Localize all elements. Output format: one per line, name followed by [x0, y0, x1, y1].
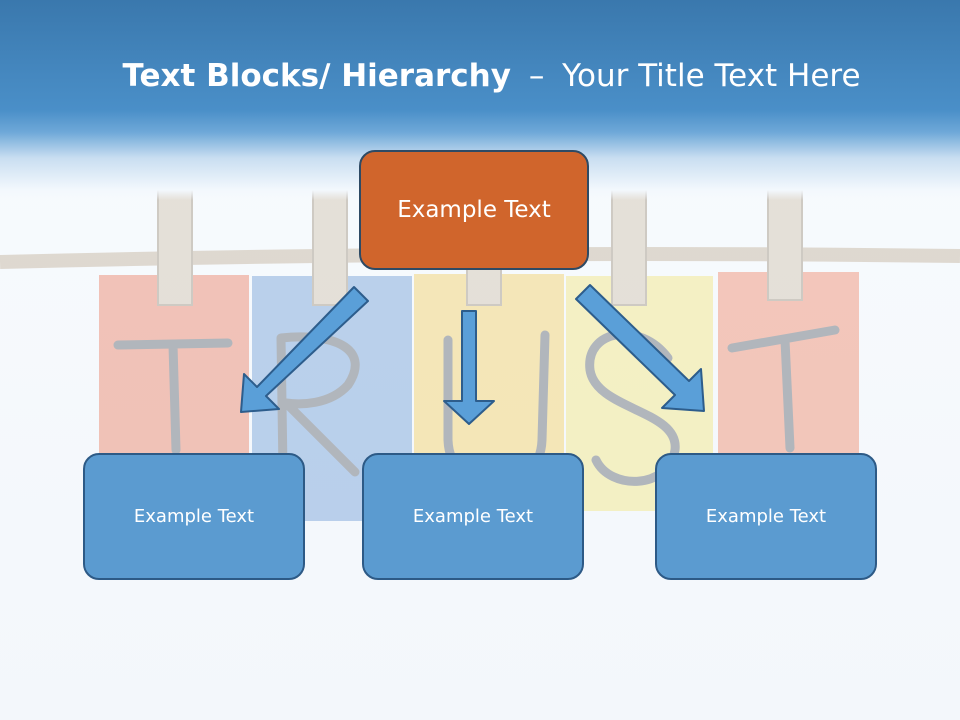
top-level-box[interactable]: Example Text [359, 150, 589, 270]
top-level-box-label: Example Text [397, 197, 551, 223]
title-regular-part: Your Title Text Here [562, 58, 861, 94]
title-bold-part: Text Blocks/ Hierarchy [122, 58, 511, 94]
child-box-right-label: Example Text [705, 506, 827, 527]
title-dash: – [528, 58, 545, 94]
child-box-left-label: Example Text [133, 506, 255, 527]
letter-t1-stroke [113, 338, 233, 455]
child-box-left[interactable]: Example Text [83, 453, 305, 580]
slide-title: Text Blocks/ Hierarchy – Your Title Text… [0, 52, 960, 100]
letter-t2-stroke [727, 325, 840, 453]
card-t1 [99, 275, 249, 455]
child-box-middle-label: Example Text [412, 506, 534, 527]
child-box-middle[interactable]: Example Text [362, 453, 584, 580]
card-t2 [718, 272, 859, 454]
child-box-right[interactable]: Example Text [655, 453, 877, 580]
